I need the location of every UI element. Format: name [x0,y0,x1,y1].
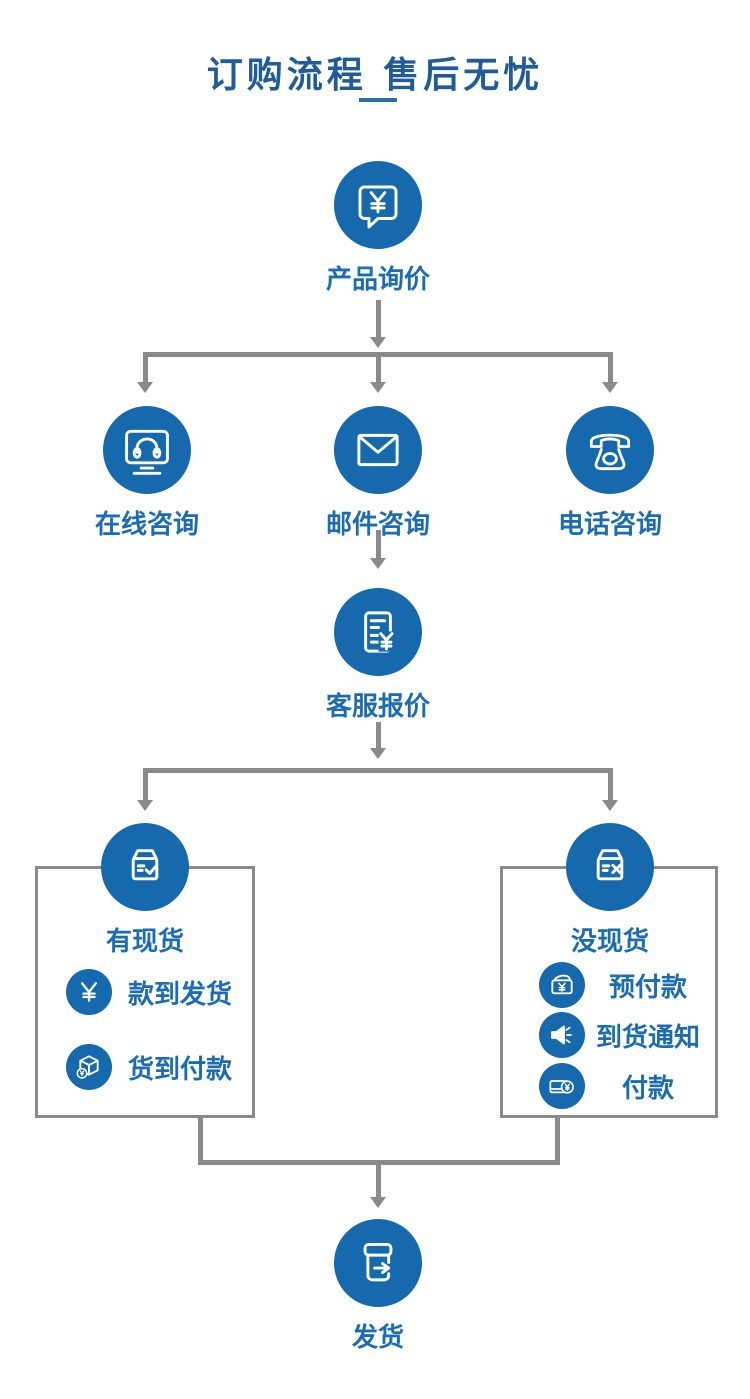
out-of-stock-item-payment: 付款 [539,1063,711,1109]
split-contact-mid-drop [375,357,381,382]
arrow-down-icon [370,748,386,759]
item-circle [539,1012,585,1058]
node-in-stock: 有现货 [75,823,215,958]
arrow-down-icon [370,1197,386,1208]
node-label: 产品询价 [325,265,430,295]
arrow-down-icon [602,800,618,811]
node-online-consult: 在线咨询 [77,406,217,541]
phone-consult-circle [566,406,654,494]
merge-hbar [197,1160,560,1165]
arrow-down-icon [602,382,618,393]
out-of-stock-item-arrival-notice: 到货通知 [539,1012,711,1058]
document-yen-icon [364,611,396,653]
monitor-headset-icon [125,429,169,475]
out-of-stock-item-prepay: 预付款 [539,962,711,1008]
speaker-icon [551,1025,572,1045]
item-circle [539,962,585,1008]
connector-start-down [375,300,381,337]
node-label: 客服报价 [325,692,430,722]
split-contact-right-drop [607,357,613,382]
node-product-inquiry: 产品询价 [308,161,448,296]
node-service-quote: 客服报价 [308,588,448,723]
node-label: 没现货 [570,927,649,957]
item-circle [66,1044,112,1090]
online-consult-circle [103,406,191,494]
in-stock-circle [101,823,189,911]
arrow-down-icon [370,382,386,393]
product-inquiry-circle [334,161,422,249]
node-phone-consult: 电话咨询 [540,406,680,541]
title-underline [359,98,397,102]
item-circle [539,1063,585,1109]
merge-left-drop [197,1118,203,1165]
page-title: 订购流程 售后无忧 [206,55,544,96]
node-email-consult: 邮件咨询 [308,406,448,541]
box-check-icon [131,849,159,881]
in-stock-item-payment-first: 款到发货 [66,969,248,1015]
box-arrow-icon [363,1242,393,1282]
chat-yen-icon [358,185,398,229]
node-ship: 发货 [308,1219,448,1354]
connector-merge-to-ship [375,1165,381,1197]
item-label: 款到发货 [127,979,232,1010]
node-label: 发货 [351,1323,404,1353]
item-label: 到货通知 [595,1022,700,1053]
service-quote-circle [334,588,422,676]
merge-right-drop [554,1118,560,1165]
out-of-stock-circle [566,823,654,911]
connector-contact-to-quote [375,530,381,558]
arrow-down-icon [370,337,386,348]
item-label: 付款 [621,1073,674,1104]
arrow-down-icon [370,558,386,569]
node-out-of-stock: 没现货 [540,823,680,958]
package-yen-icon [76,1055,99,1079]
item-circle [66,969,112,1015]
wallet-yen-icon [551,974,573,995]
in-stock-item-cod: 货到付款 [66,1044,248,1090]
telephone-icon [589,433,631,471]
node-label: 有现货 [105,927,184,957]
arrow-down-icon [137,382,153,393]
yen-icon [81,982,97,1002]
ship-circle [334,1219,422,1307]
arrow-down-icon [137,800,153,811]
connector-quote-down [375,722,381,748]
split-stock-left-drop [142,773,148,800]
item-label: 货到付款 [127,1054,232,1085]
item-label: 预付款 [608,972,687,1003]
split-contact-hbar [142,352,613,357]
box-x-icon [596,849,624,881]
card-yen-icon [549,1080,574,1094]
split-stock-right-drop [607,773,613,800]
envelope-icon [357,433,399,467]
split-contact-left-drop [142,357,148,382]
split-stock-hbar [142,768,613,773]
node-label: 在线咨询 [94,510,199,540]
email-consult-circle [334,406,422,494]
node-label: 电话咨询 [557,510,662,540]
